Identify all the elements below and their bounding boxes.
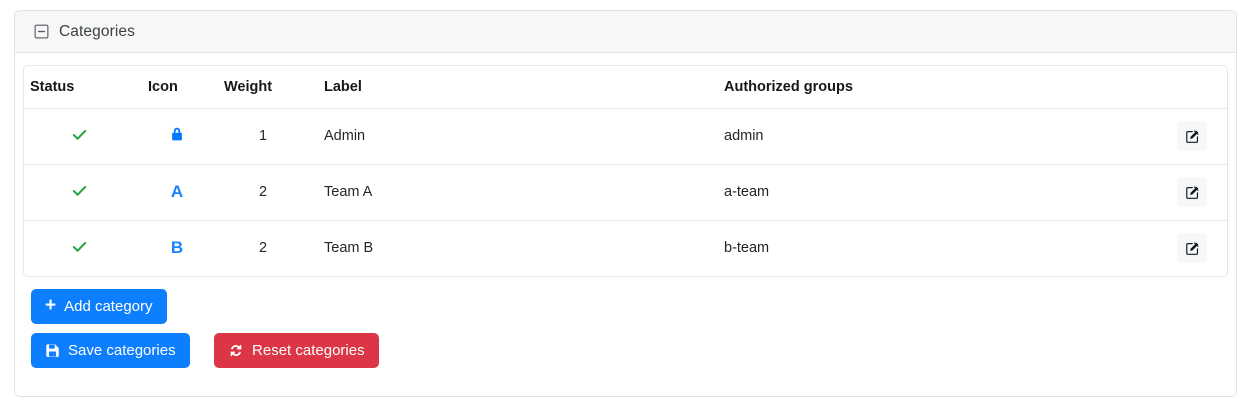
action-buttons-area: + Add category Save categories — [23, 277, 1228, 368]
row-label-cell: Team A — [306, 164, 706, 221]
save-categories-button[interactable]: Save categories — [31, 333, 190, 368]
row-weight-cell: 1 — [220, 108, 306, 165]
row-action-cell — [1157, 108, 1227, 165]
refresh-sync-icon — [228, 343, 244, 358]
reset-categories-button[interactable]: Reset categories — [214, 333, 379, 368]
edit-category-button[interactable] — [1177, 233, 1207, 264]
table-head: Status Icon Weight Label Authorized grou… — [24, 66, 1227, 109]
row-icon-cell: A — [134, 164, 220, 221]
table-row: 1 Admin admin — [24, 108, 1227, 165]
weight-value: 1 — [258, 128, 268, 144]
letter-icon: A — [170, 182, 184, 201]
row-groups-cell: b-team — [724, 240, 770, 257]
row-icon-cell: B — [134, 220, 220, 276]
table-row: A 2 Team A a-team — [24, 164, 1227, 221]
floppy-save-icon — [45, 343, 60, 358]
lock-icon — [169, 126, 185, 143]
column-header-icon: Icon — [134, 66, 220, 109]
row-groups-cell: a-team — [706, 164, 1157, 221]
row-groups-cell: admin — [706, 108, 1157, 165]
column-header-actions — [1157, 66, 1227, 109]
categories-table-container: Status Icon Weight Label Authorized grou… — [23, 65, 1228, 277]
check-icon — [71, 238, 88, 255]
column-header-status: Status — [24, 66, 134, 109]
add-button-row: + Add category — [31, 289, 1228, 324]
categories-table: Status Icon Weight Label Authorized grou… — [24, 66, 1227, 276]
check-icon — [71, 182, 88, 199]
weight-value: 2 — [258, 184, 268, 200]
column-header-label: Label — [306, 66, 706, 109]
add-category-label: Add category — [64, 298, 153, 315]
save-reset-button-row: Save categories Reset categories — [31, 333, 1228, 368]
row-label-cell: Team B — [324, 240, 374, 257]
card-header[interactable]: Categories — [15, 11, 1236, 53]
row-status-cell — [24, 108, 134, 165]
row-status-cell — [24, 164, 134, 221]
row-weight-cell: 2 — [220, 164, 306, 221]
check-icon — [71, 126, 88, 143]
reset-categories-label: Reset categories — [252, 342, 365, 359]
row-weight-cell: 2 — [220, 220, 306, 276]
plus-icon: + — [45, 295, 57, 316]
table-row: B 2 Team B b-team — [24, 220, 1227, 276]
row-label-cell: Admin — [306, 108, 706, 165]
table-body: 1 Admin admin — [24, 108, 1227, 276]
card-body: Status Icon Weight Label Authorized grou… — [15, 53, 1236, 368]
page-title: Categories — [59, 22, 135, 40]
edit-category-button[interactable] — [1177, 121, 1207, 151]
edit-category-button[interactable] — [1177, 177, 1207, 207]
column-header-authorized-groups: Authorized groups — [706, 66, 1157, 109]
row-action-cell — [1157, 220, 1227, 276]
letter-icon: B — [170, 238, 184, 258]
table-header-row: Status Icon Weight Label Authorized grou… — [24, 66, 1227, 109]
row-status-cell — [24, 220, 134, 276]
row-icon-cell — [134, 108, 220, 165]
save-categories-label: Save categories — [68, 342, 176, 359]
column-header-weight: Weight — [220, 66, 306, 109]
dash-square-icon[interactable] — [34, 24, 49, 39]
categories-card: Categories Status Icon Weight Label Auth… — [14, 10, 1237, 397]
add-category-button[interactable]: + Add category — [31, 289, 167, 324]
row-action-cell — [1157, 164, 1227, 221]
weight-value: 2 — [258, 240, 268, 257]
